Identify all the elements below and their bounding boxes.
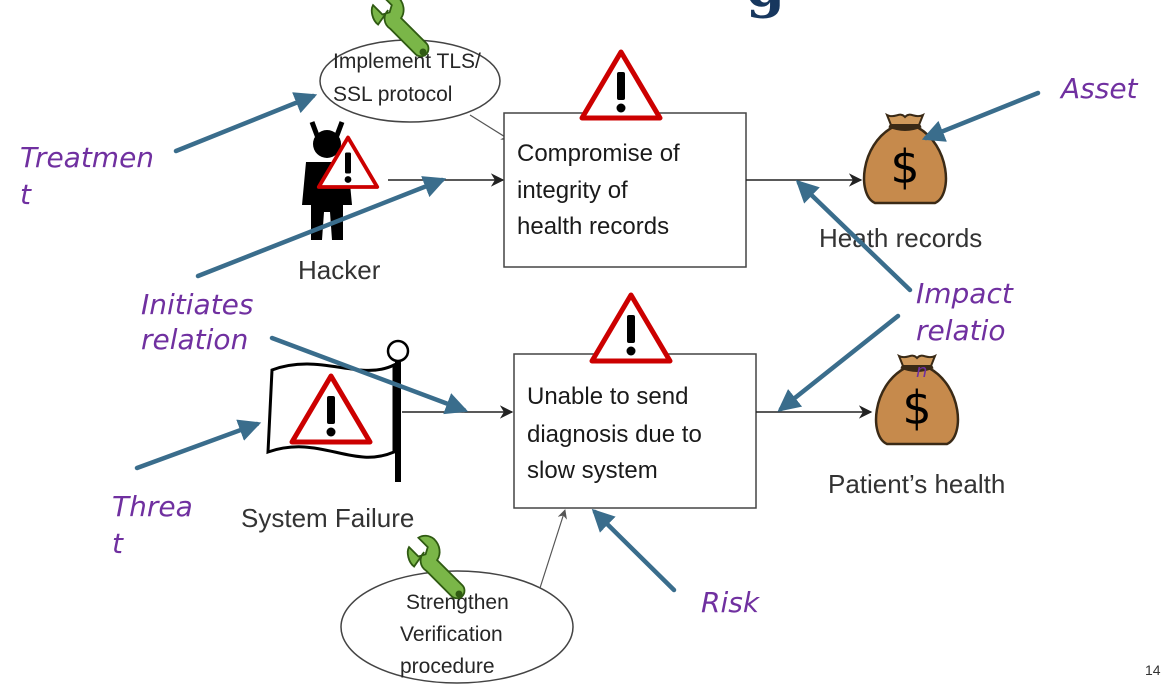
treatment-verification-label: Strengthen Verification procedure bbox=[400, 591, 515, 678]
slide-title-fragment: g bbox=[746, 0, 785, 20]
concept-label-impact-relation: Impact relatio n bbox=[916, 277, 1022, 382]
unwanted-incident-slow-system-label: Unable to send diagnosis due to slow sys… bbox=[527, 383, 708, 484]
warning-triangle-icon bbox=[582, 52, 660, 118]
concept-label-initiates-relation: Initiates relation bbox=[141, 288, 262, 356]
money-bag-icon bbox=[862, 113, 948, 205]
treatment-verification: Strengthen Verification procedure bbox=[340, 570, 574, 684]
unwanted-incident-slow-system: Unable to send diagnosis due to slow sys… bbox=[513, 353, 757, 509]
unwanted-incident-integrity: Compromise of integrity of health record… bbox=[503, 112, 747, 268]
treatment-tls-ssl-label: Implement TLS/ SSL protocol bbox=[333, 50, 487, 106]
treatment-tls-ssl: Implement TLS/ SSL protocol bbox=[319, 39, 501, 123]
unwanted-incident-integrity-label: Compromise of integrity of health record… bbox=[517, 140, 686, 240]
concept-label-asset: Asset bbox=[1059, 72, 1139, 105]
concept-pointer-arrows bbox=[134, 90, 1041, 593]
threat-hacker-label: Hacker bbox=[298, 255, 381, 285]
warning-triangle-icon bbox=[592, 295, 670, 361]
asset-patient-health-label: Patient’s health bbox=[828, 469, 1005, 499]
concept-label-treatment: Treatmen t bbox=[20, 141, 163, 211]
threat-system-failure-label: System Failure bbox=[241, 503, 414, 533]
concept-label-threat: Threa t bbox=[112, 490, 202, 560]
concept-label-risk: Risk bbox=[701, 586, 761, 619]
treats-connector bbox=[539, 509, 567, 589]
slide-page-number: 14 bbox=[1145, 662, 1161, 678]
